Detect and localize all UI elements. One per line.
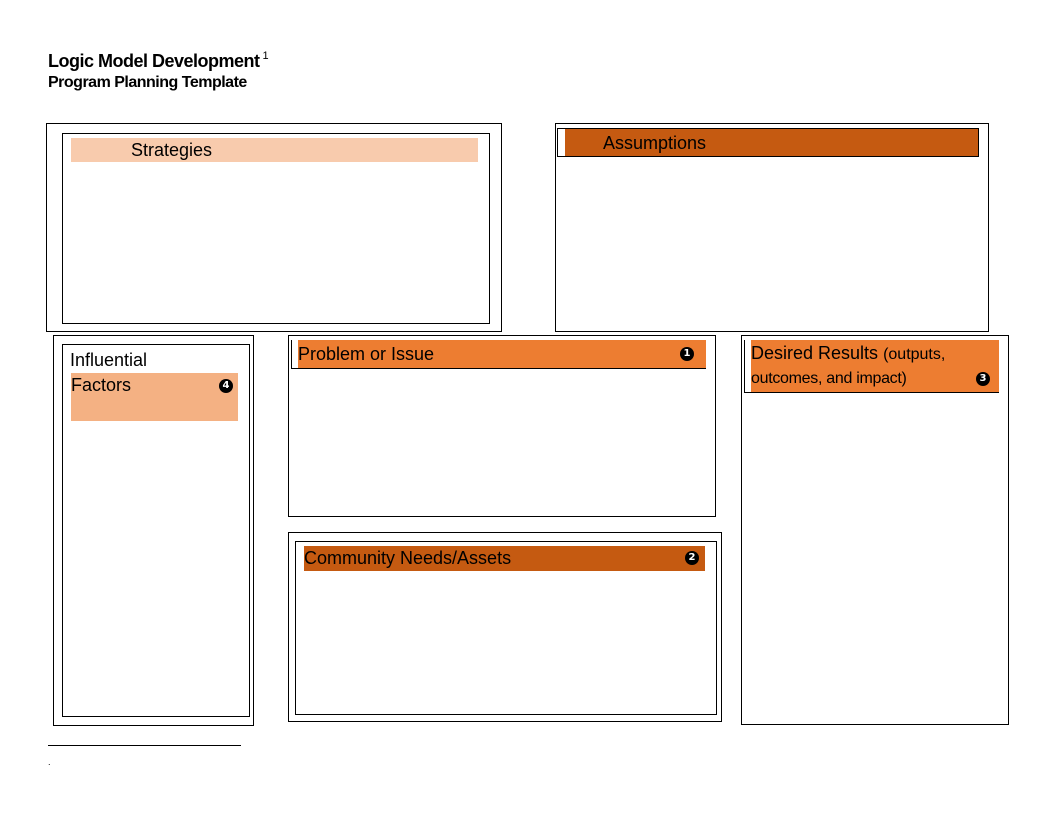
- title-footnote-mark: 1: [262, 50, 269, 62]
- strategies-box[interactable]: [62, 133, 490, 324]
- problem-issue-band-fill: [298, 340, 706, 368]
- desired-results-label-paren-2: outcomes, and impact): [751, 370, 907, 387]
- number-2-badge: 2: [685, 551, 699, 565]
- influential-factors-header: Factors 4: [71, 373, 238, 421]
- strategies-label: Strategies: [131, 140, 213, 160]
- influential-factors-label-line2: Factors: [71, 375, 132, 395]
- number-3-badge: 3: [976, 372, 990, 386]
- problem-issue-header: Problem or Issue 1: [291, 340, 706, 369]
- page-title-text: Logic Model Development: [48, 51, 260, 71]
- assumptions-header: Assumptions: [557, 128, 979, 157]
- influential-factors-label-line1: Influential: [70, 350, 148, 370]
- footnote-rule: [48, 745, 241, 746]
- desired-results-box[interactable]: [741, 335, 1009, 725]
- desired-results-label-line1: Desired Results (outputs,: [751, 343, 945, 364]
- desired-results-label-main: Desired Results: [751, 343, 879, 363]
- number-4-badge: 4: [219, 379, 233, 393]
- desired-results-band-fill: [751, 340, 999, 392]
- community-needs-label: Community Needs/Assets: [304, 548, 512, 568]
- strategies-header: Strategies: [71, 138, 478, 162]
- assumptions-label: Assumptions: [603, 133, 707, 153]
- footnote-marker: .: [48, 757, 51, 767]
- assumptions-band-fill: [565, 129, 978, 156]
- number-1-badge: 1: [680, 347, 694, 361]
- problem-issue-label: Problem or Issue: [298, 344, 435, 364]
- page-subtitle: Program Planning Template: [48, 74, 247, 91]
- desired-results-header: Desired Results (outputs, outcomes, and …: [744, 340, 999, 393]
- desired-results-label-paren-1: (outputs,: [883, 346, 946, 363]
- community-needs-header: Community Needs/Assets 2: [304, 546, 705, 571]
- assumptions-box[interactable]: [555, 123, 989, 332]
